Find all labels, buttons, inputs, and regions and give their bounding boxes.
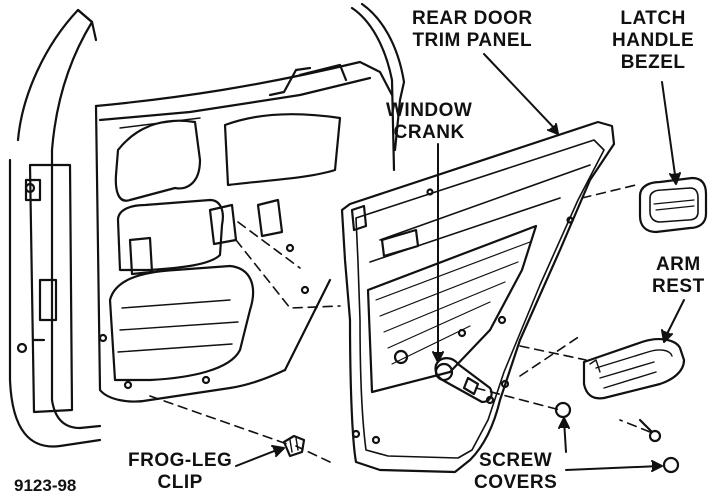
label-line: SCREW [479,450,553,471]
window-crank [434,357,493,404]
frog-leg-clip-label: FROG-LEG CLIP [128,450,232,494]
label-line: CRANK [393,122,465,143]
label-line: BEZEL [620,52,686,73]
latch-handle-bezel [638,176,708,234]
label-line: ARM [655,254,701,275]
frog-leg-clip [282,434,306,458]
label-line: HANDLE [612,30,695,51]
label-line: CLIP [157,472,203,493]
rear-door-trim-panel-label: REAR DOOR TRIM PANEL [412,8,533,52]
arm-rest-label: ARM REST [652,254,705,298]
label-line: REAR DOOR [412,8,533,29]
label-line: LATCH [620,8,686,29]
label-line: WINDOW [386,100,473,121]
screw-covers-label: SCREW COVERS [474,450,557,494]
latch-handle-bezel-label: LATCH HANDLE BEZEL [612,8,694,74]
label-line: COVERS [474,472,558,493]
label-line: REST [652,276,705,297]
figure-code: 9123-98 [14,476,77,495]
trim-panel [340,120,616,474]
screw-covers [554,401,680,474]
assembly-lines [149,183,651,463]
leader-lines [235,53,685,472]
label-line: FROG-LEG [128,450,233,471]
door-shell [8,2,406,448]
window-crank-label: WINDOW CRANK [386,100,472,144]
label-line: TRIM PANEL [412,30,533,51]
